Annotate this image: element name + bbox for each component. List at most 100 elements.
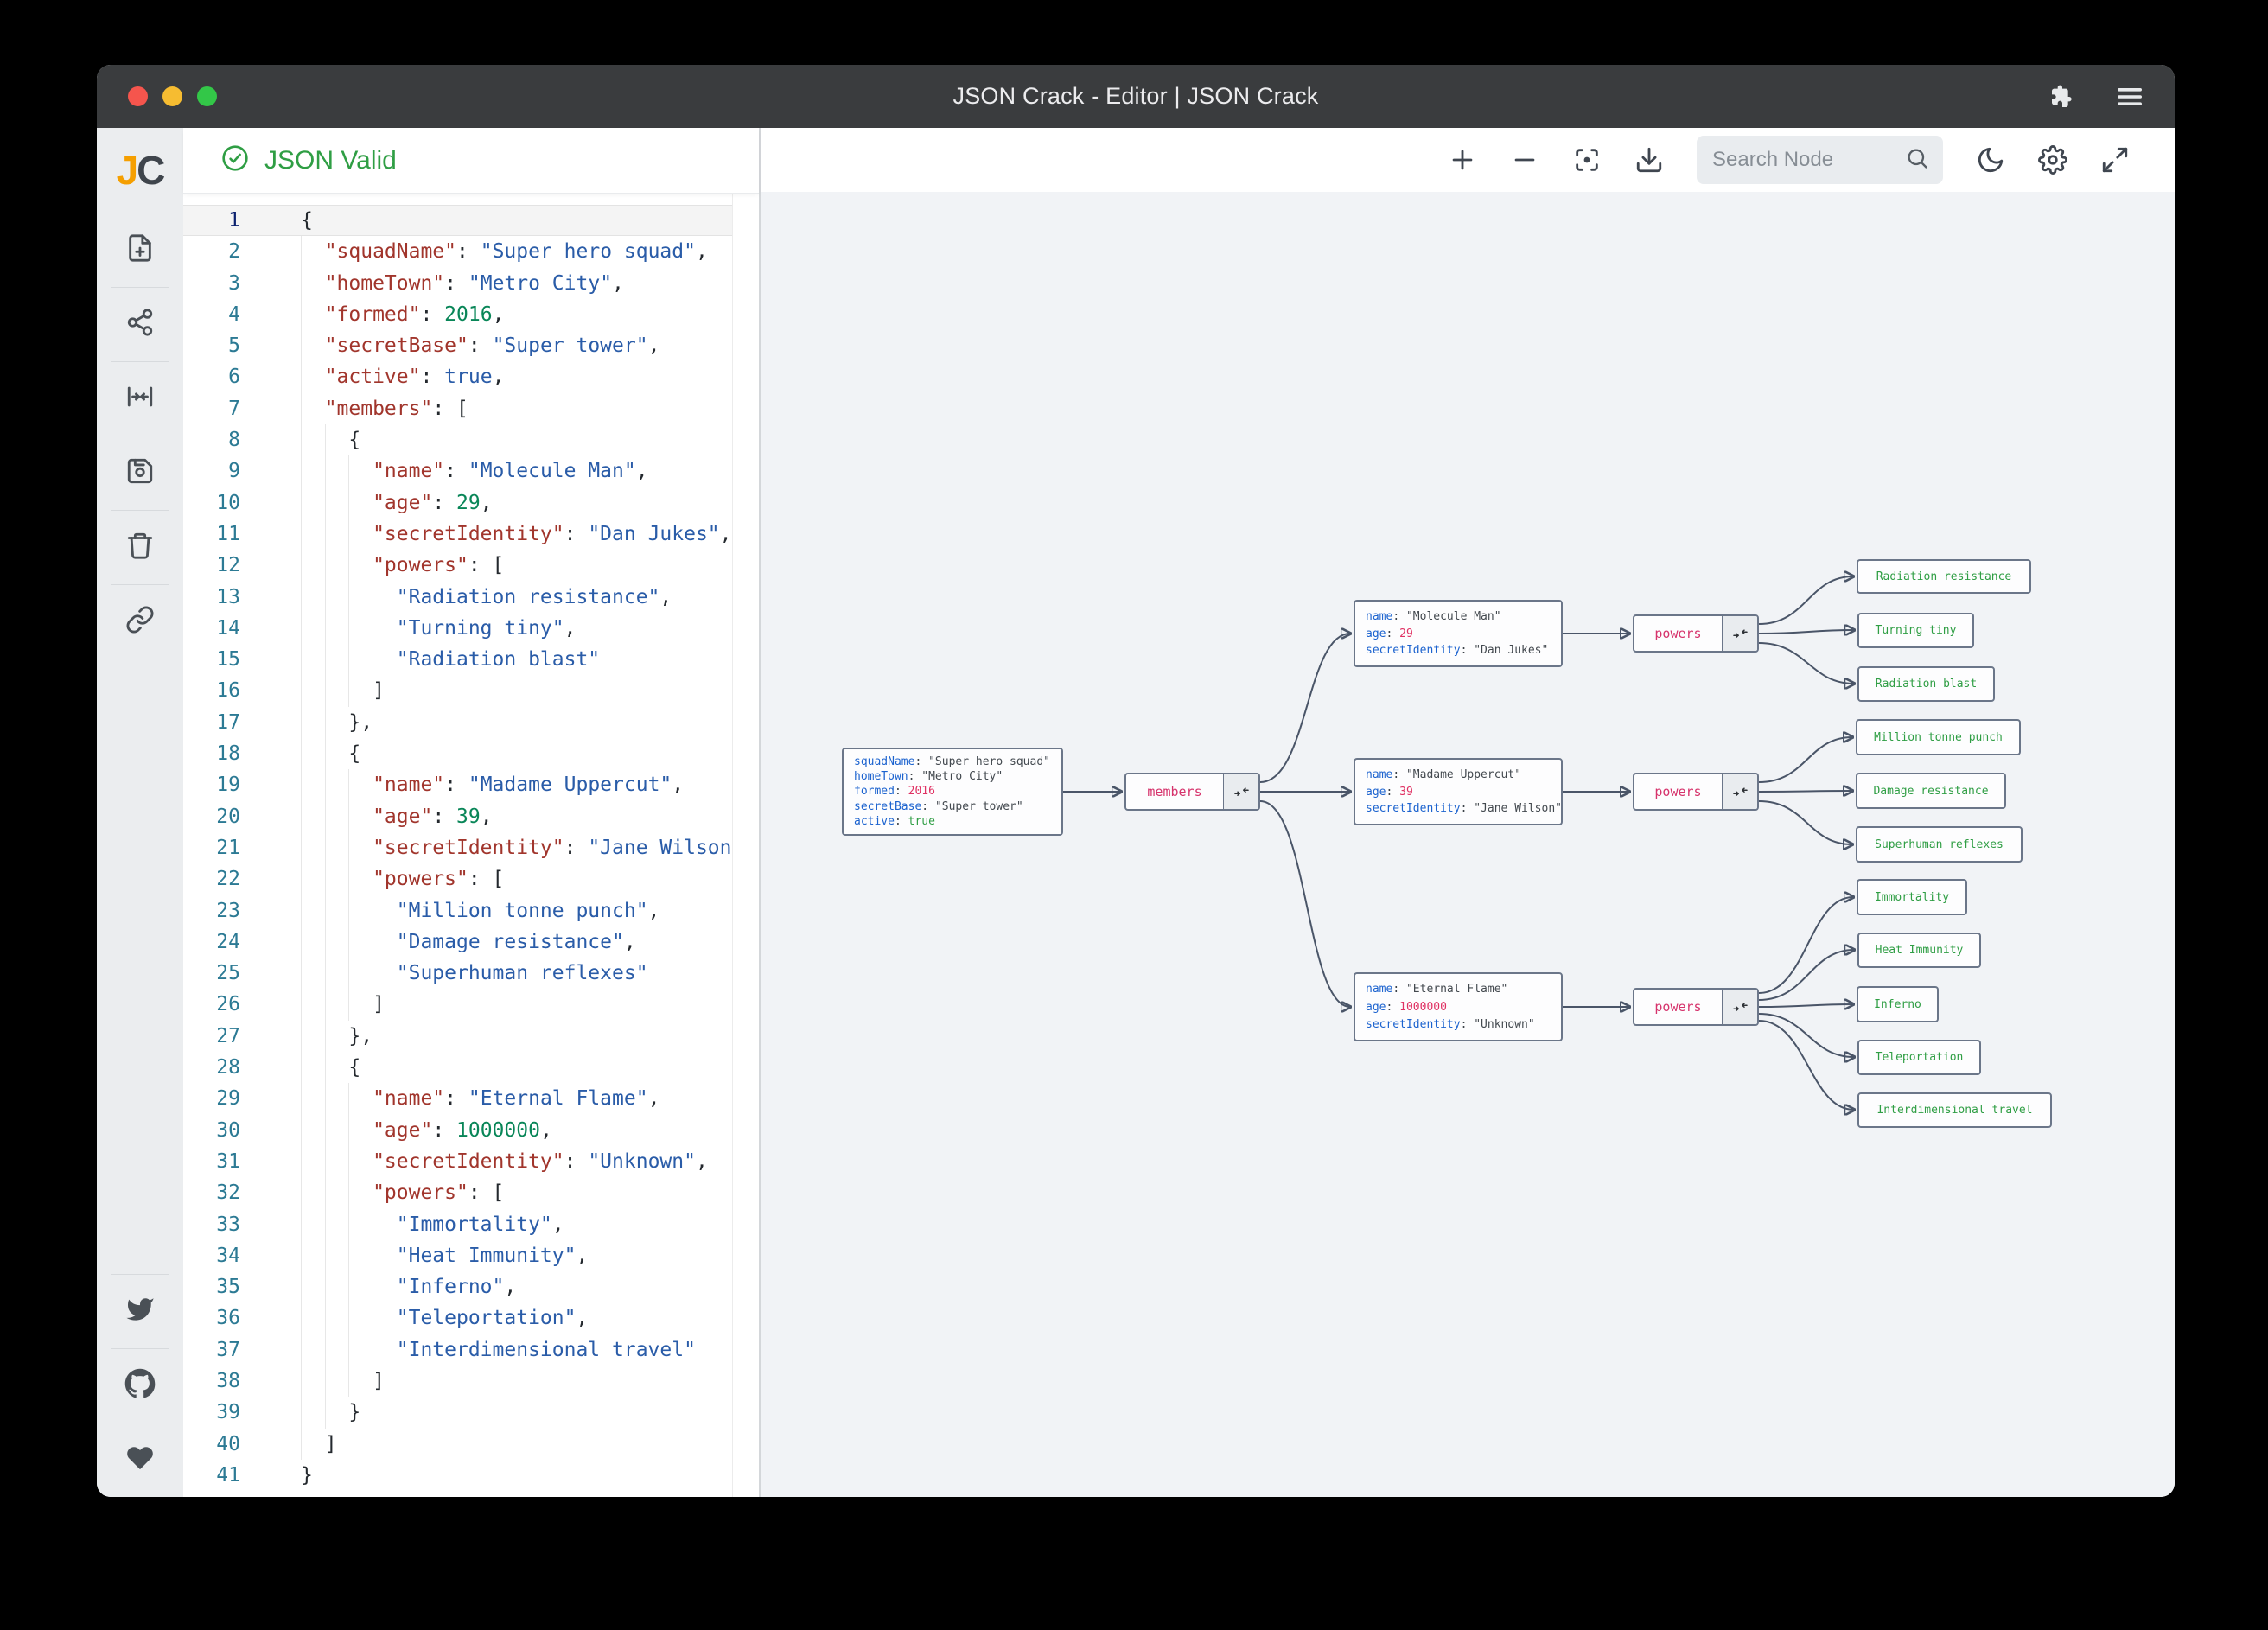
titlebar: JSON Crack - Editor | JSON Crack bbox=[97, 65, 2175, 128]
graph-canvas[interactable]: squadName: "Super hero squad"homeTown: "… bbox=[761, 192, 2175, 1497]
code-line-26[interactable]: 26 ] bbox=[183, 989, 759, 1020]
download-image-button[interactable] bbox=[1634, 145, 1664, 175]
zoom-out-button[interactable] bbox=[1510, 145, 1539, 175]
code-line-36[interactable]: 36 "Teleportation", bbox=[183, 1302, 759, 1334]
collapse-node-icon[interactable] bbox=[1722, 616, 1757, 651]
graph-node-powers-3[interactable]: powers bbox=[1633, 988, 1759, 1026]
code-line-33[interactable]: 33 "Immortality", bbox=[183, 1209, 759, 1240]
graph-node-leaf-heat-immunity[interactable]: Heat Immunity bbox=[1857, 933, 1981, 968]
code-line-39[interactable]: 39 } bbox=[183, 1397, 759, 1428]
code-line-8[interactable]: 8 { bbox=[183, 424, 759, 455]
code-line-27[interactable]: 27 }, bbox=[183, 1021, 759, 1052]
sidebar-item-center-view[interactable] bbox=[97, 361, 183, 436]
window-controls bbox=[128, 65, 217, 128]
code-line-10[interactable]: 10 "age": 29, bbox=[183, 487, 759, 519]
settings-button[interactable] bbox=[2038, 145, 2067, 175]
code-line-32[interactable]: 32 "powers": [ bbox=[183, 1177, 759, 1208]
search-icon[interactable] bbox=[1905, 146, 1929, 175]
code-line-23[interactable]: 23 "Million tonne punch", bbox=[183, 895, 759, 926]
code-line-6[interactable]: 6 "active": true, bbox=[183, 361, 759, 392]
app-logo[interactable]: JC bbox=[116, 148, 166, 193]
code-line-1[interactable]: 1{ bbox=[183, 205, 759, 237]
menu-icon[interactable] bbox=[2116, 86, 2144, 108]
sidebar-item-sponsor[interactable] bbox=[97, 1423, 183, 1497]
code-line-35[interactable]: 35 "Inferno", bbox=[183, 1271, 759, 1302]
panel-resize-handle[interactable] bbox=[759, 128, 761, 1497]
line-number: 3 bbox=[228, 271, 240, 295]
code-area[interactable]: 1{2 "squadName": "Super hero squad",3 "h… bbox=[183, 194, 759, 1497]
graph-node-leaf-superhuman-reflexes[interactable]: Superhuman reflexes bbox=[1856, 826, 2023, 863]
search-node-input[interactable] bbox=[1711, 147, 1896, 173]
graph-node-leaf-turning-tiny[interactable]: Turning tiny bbox=[1857, 613, 1974, 648]
graph-node-leaf-radiation-blast[interactable]: Radiation blast bbox=[1857, 666, 1995, 702]
sidebar-item-twitter[interactable] bbox=[97, 1274, 183, 1348]
code-line-9[interactable]: 9 "name": "Molecule Man", bbox=[183, 455, 759, 487]
zoom-in-button[interactable] bbox=[1448, 145, 1477, 175]
collapse-node-icon[interactable] bbox=[1722, 990, 1757, 1024]
minimize-button[interactable] bbox=[162, 86, 182, 106]
code-line-29[interactable]: 29 "name": "Eternal Flame", bbox=[183, 1083, 759, 1114]
collapse-node-icon[interactable] bbox=[1722, 774, 1757, 809]
code-line-28[interactable]: 28 { bbox=[183, 1052, 759, 1083]
graph-node-leaf-radiation-resistance[interactable]: Radiation resistance bbox=[1857, 559, 2031, 594]
sidebar-item-share-graph[interactable] bbox=[97, 287, 183, 361]
code-line-11[interactable]: 11 "secretIdentity": "Dan Jukes", bbox=[183, 519, 759, 550]
center-focus-button[interactable] bbox=[1572, 145, 1602, 175]
code-line-37[interactable]: 37 "Interdimensional travel" bbox=[183, 1334, 759, 1366]
sidebar-item-new-document[interactable] bbox=[97, 213, 183, 287]
line-number: 4 bbox=[228, 302, 240, 326]
code-line-3[interactable]: 3 "homeTown": "Metro City", bbox=[183, 268, 759, 299]
close-button[interactable] bbox=[128, 86, 148, 106]
code-line-41[interactable]: 41} bbox=[183, 1460, 759, 1491]
zoom-button[interactable] bbox=[197, 86, 217, 106]
code-line-31[interactable]: 31 "secretIdentity": "Unknown", bbox=[183, 1146, 759, 1177]
code-line-40[interactable]: 40 ] bbox=[183, 1429, 759, 1460]
code-line-17[interactable]: 17 }, bbox=[183, 707, 759, 738]
code-line-34[interactable]: 34 "Heat Immunity", bbox=[183, 1240, 759, 1271]
code-line-21[interactable]: 21 "secretIdentity": "Jane Wilson", bbox=[183, 832, 759, 863]
graph-node-powers-1[interactable]: powers bbox=[1633, 614, 1759, 653]
graph-node-powers-2[interactable]: powers bbox=[1633, 773, 1759, 811]
sidebar-item-github[interactable] bbox=[97, 1348, 183, 1423]
line-number: 25 bbox=[216, 962, 240, 985]
graph-node-root[interactable]: squadName: "Super hero squad"homeTown: "… bbox=[842, 748, 1063, 836]
code-line-14[interactable]: 14 "Turning tiny", bbox=[183, 613, 759, 644]
graph-node-leaf-interdimensional-travel[interactable]: Interdimensional travel bbox=[1857, 1092, 2052, 1128]
code-line-7[interactable]: 7 "members": [ bbox=[183, 393, 759, 424]
code-line-20[interactable]: 20 "age": 39, bbox=[183, 801, 759, 832]
code-line-25[interactable]: 25 "Superhuman reflexes" bbox=[183, 958, 759, 989]
extension-puzzle-icon[interactable] bbox=[2048, 83, 2076, 111]
code-line-12[interactable]: 12 "powers": [ bbox=[183, 550, 759, 581]
line-number: 40 bbox=[216, 1432, 240, 1455]
code-line-18[interactable]: 18 { bbox=[183, 738, 759, 769]
fullscreen-button[interactable] bbox=[2100, 145, 2130, 175]
sidebar-item-copy-link[interactable] bbox=[97, 584, 183, 659]
code-line-38[interactable]: 38 ] bbox=[183, 1366, 759, 1397]
code-line-5[interactable]: 5 "secretBase": "Super tower", bbox=[183, 330, 759, 361]
graph-node-leaf-million-tonne-punch[interactable]: Million tonne punch bbox=[1856, 719, 2021, 755]
code-line-22[interactable]: 22 "powers": [ bbox=[183, 863, 759, 895]
graph-node-leaf-teleportation[interactable]: Teleportation bbox=[1857, 1040, 1981, 1075]
graph-node-leaf-immortality[interactable]: Immortality bbox=[1857, 879, 1967, 915]
code-line-19[interactable]: 19 "name": "Madame Uppercut", bbox=[183, 769, 759, 800]
code-line-15[interactable]: 15 "Radiation blast" bbox=[183, 644, 759, 675]
code-line-4[interactable]: 4 "formed": 2016, bbox=[183, 299, 759, 330]
editor-status-bar: JSON Valid bbox=[183, 128, 759, 194]
code-line-30[interactable]: 30 "age": 1000000, bbox=[183, 1115, 759, 1146]
sidebar-item-save[interactable] bbox=[97, 436, 183, 510]
trash-icon bbox=[125, 531, 155, 564]
sidebar-item-delete[interactable] bbox=[97, 510, 183, 584]
code-line-2[interactable]: 2 "squadName": "Super hero squad", bbox=[183, 236, 759, 267]
code-line-24[interactable]: 24 "Damage resistance", bbox=[183, 926, 759, 958]
code-line-13[interactable]: 13 "Radiation resistance", bbox=[183, 582, 759, 613]
graph-node-leaf-inferno[interactable]: Inferno bbox=[1857, 986, 1939, 1022]
code-line-16[interactable]: 16 ] bbox=[183, 675, 759, 706]
graph-edges bbox=[1063, 192, 2175, 1497]
graph-node-members[interactable]: members bbox=[1124, 773, 1260, 811]
graph-node-leaf-damage-resistance[interactable]: Damage resistance bbox=[1856, 773, 2006, 809]
dark-mode-toggle[interactable] bbox=[1976, 145, 2005, 175]
collapse-node-icon[interactable] bbox=[1223, 774, 1258, 809]
